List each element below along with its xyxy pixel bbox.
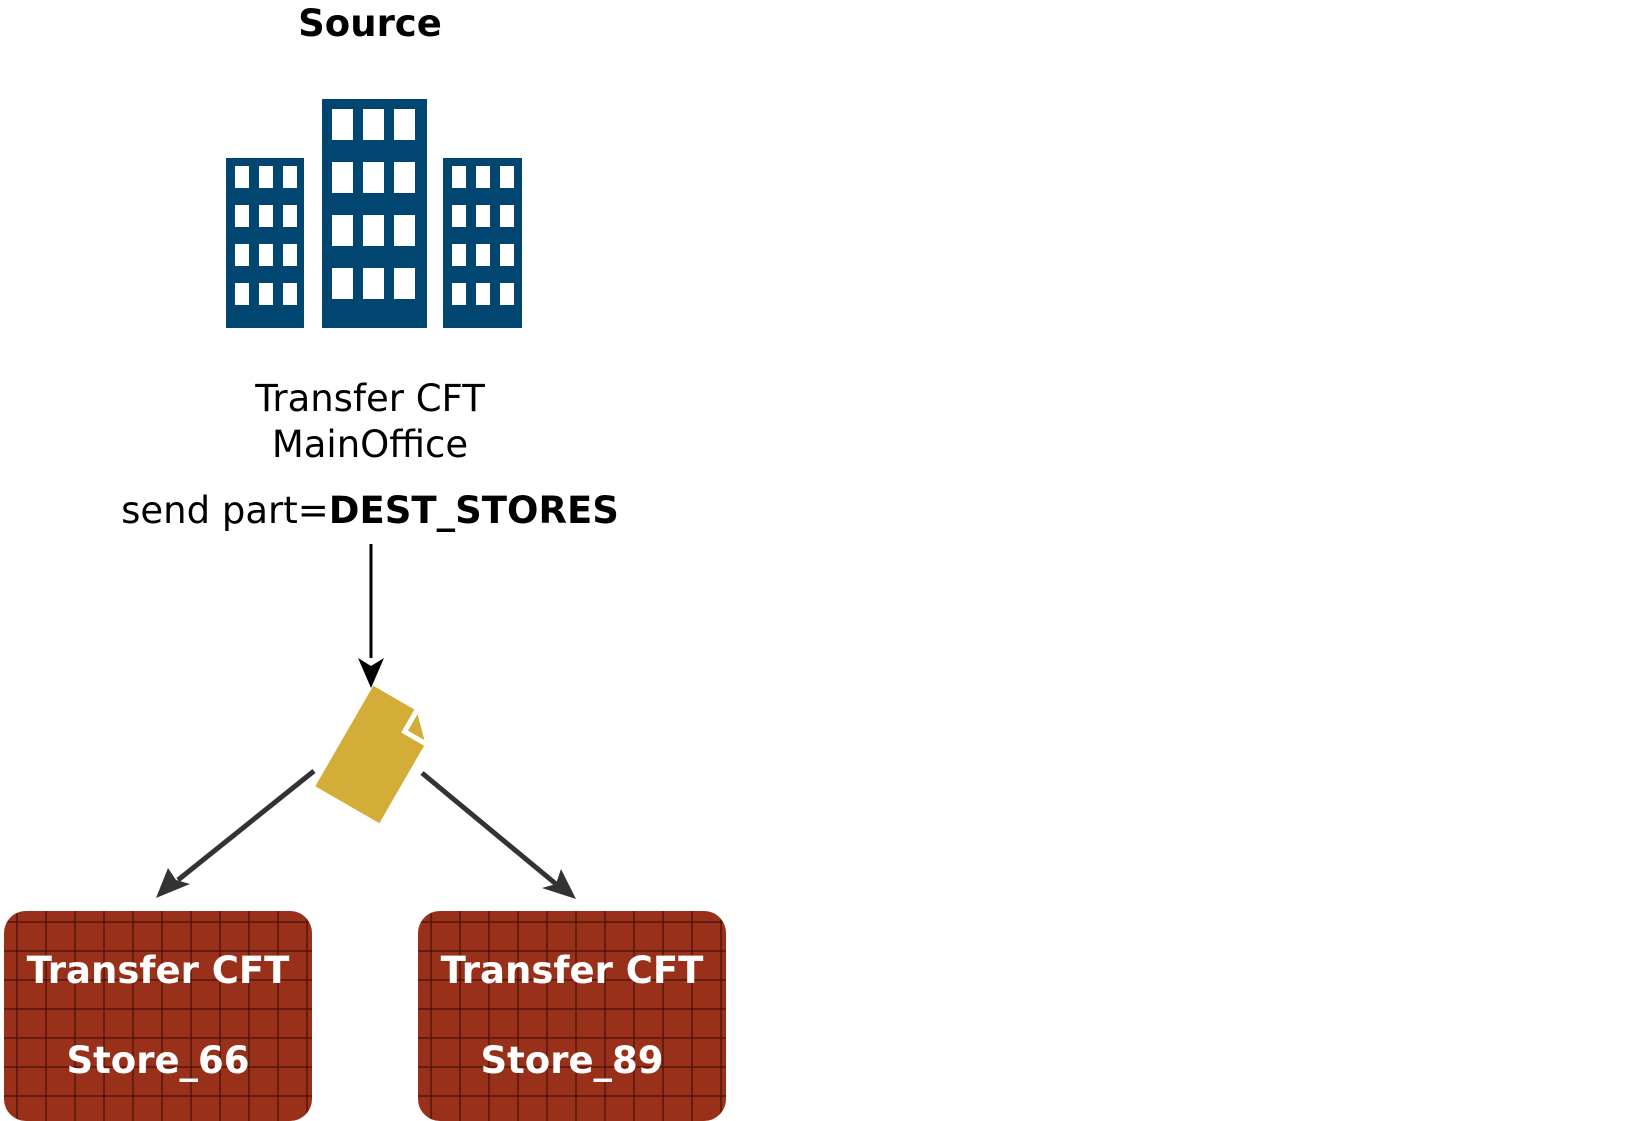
building-window [332,162,353,193]
building-window [259,283,273,305]
arrow-to-store-66 [156,769,316,898]
building-window [363,215,384,246]
building-window [476,205,490,227]
building-window [394,268,415,299]
building-window [259,244,273,266]
building-window [363,109,384,140]
building-window [394,215,415,246]
arrow-to-file [358,544,384,688]
building-window [283,205,297,227]
source-title: Source [298,2,442,45]
building-window [476,283,490,305]
building-window [476,166,490,188]
building-window [235,166,249,188]
office-buildings-icon [226,99,522,328]
building-window [394,109,415,140]
destination-store-66: Transfer CFT Store_66 [4,911,312,1121]
command-prefix: send part= [121,489,329,532]
file-document-icon [315,685,427,824]
building-window [235,244,249,266]
building-window [283,244,297,266]
building-window [332,215,353,246]
source-node-label: Transfer CFT MainOffice [0,376,740,468]
building-window [363,268,384,299]
building-window [476,244,490,266]
store-89-line1: Transfer CFT [440,949,704,992]
building-window [500,244,514,266]
source-label-line1: Transfer CFT [255,377,485,420]
building-window [363,162,384,193]
building-window [235,205,249,227]
building-window [332,268,353,299]
store-66-line2: Store_66 [66,1039,250,1082]
building-window [452,244,466,266]
building-window [394,162,415,193]
building-window [452,283,466,305]
arrow-to-store-89 [420,771,576,899]
building-window [259,205,273,227]
building-window [283,283,297,305]
building-window [500,283,514,305]
building-window [452,205,466,227]
building-window [452,166,466,188]
building-window [332,109,353,140]
building-window [259,166,273,188]
destination-store-89: Transfer CFT Store_89 [418,911,726,1121]
source-label-line2: MainOffice [271,423,469,466]
building-window [500,166,514,188]
store-66-line1: Transfer CFT [26,949,290,992]
command-partner-value: DEST_STORES [328,489,619,532]
send-command: send part=DEST_STORES [0,489,740,532]
building-window [235,283,249,305]
building-window [283,166,297,188]
store-89-line2: Store_89 [480,1039,664,1082]
building-window [500,205,514,227]
